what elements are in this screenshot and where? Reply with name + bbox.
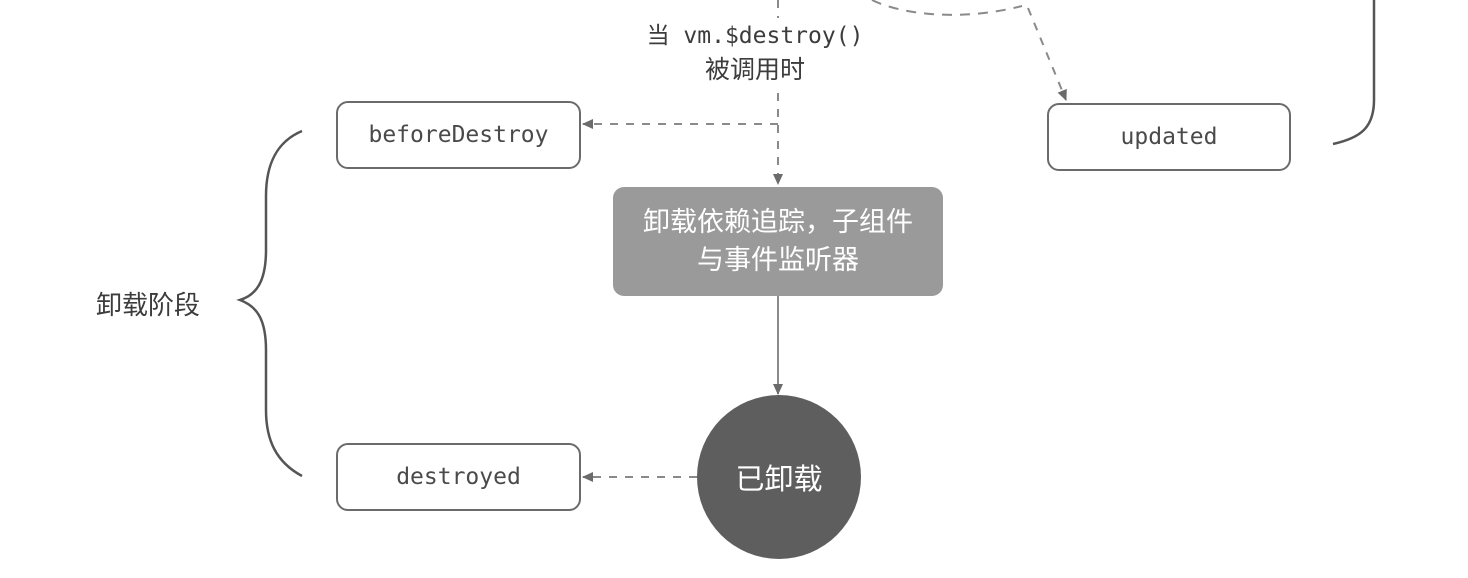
trigger-label-line1: 当 vm.$destroy() <box>646 23 864 49</box>
updated-dashed-arrow <box>1027 7 1067 101</box>
trigger-label-line2: 被调用时 <box>704 55 805 84</box>
updated-hook: updated <box>1047 103 1291 171</box>
trigger-label: 当 vm.$destroy() 被调用时 <box>600 20 910 86</box>
destroyed-state-circle: 已卸载 <box>697 395 861 559</box>
update-loop-arc <box>871 0 1023 16</box>
unmount-phase-label: 卸载阶段 <box>96 291 201 321</box>
before-destroy-hook: beforeDestroy <box>336 101 581 169</box>
unmount-process-box: 卸载依赖追踪，子组件 与事件监听器 <box>613 187 943 296</box>
process-line1: 卸载依赖追踪，子组件 <box>643 206 913 238</box>
destroyed-hook: destroyed <box>336 443 581 511</box>
unmount-phase-brace <box>236 129 303 478</box>
process-line2: 与事件监听器 <box>697 244 859 276</box>
update-phase-brace <box>1332 0 1376 146</box>
